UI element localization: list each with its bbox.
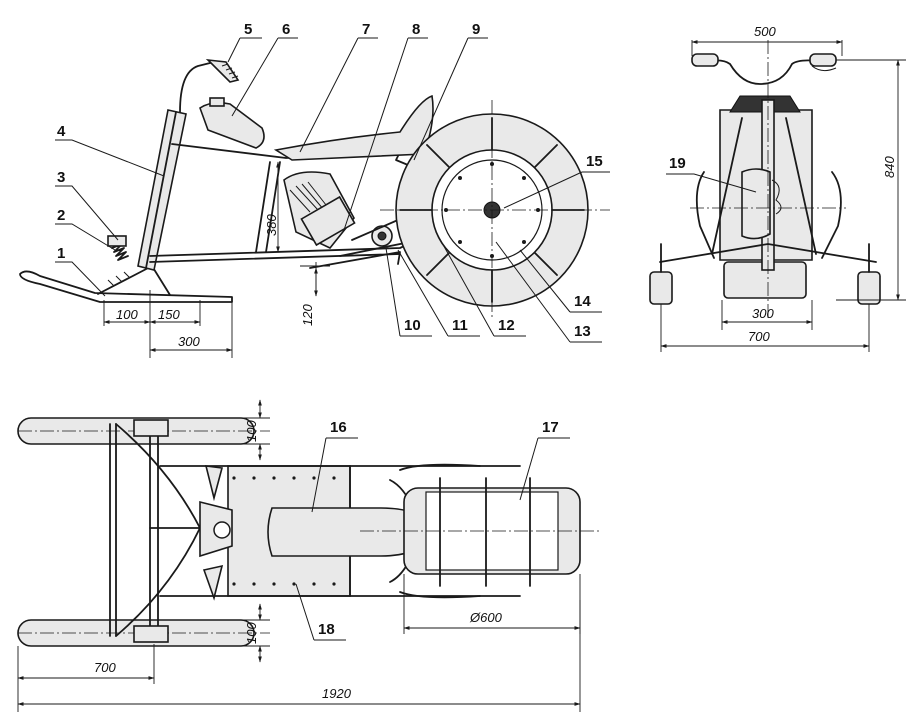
callout-11: 11: [452, 317, 468, 334]
callout-13: 13: [574, 323, 591, 340]
dimensions-top: 100 100 Ø600 700 1920: [17, 399, 581, 712]
callout-17: 17: [542, 419, 559, 436]
front-view: 19 500 840 300 700: [649, 24, 906, 352]
callout-12: 12: [498, 317, 515, 334]
fuel-tank: [199, 101, 265, 149]
front-ski: [19, 270, 233, 303]
callout-3: 3: [57, 169, 65, 186]
callout-16: 16: [330, 419, 347, 436]
callout-8: 8: [412, 21, 420, 38]
callout-2: 2: [57, 207, 65, 224]
dim-100: 100: [116, 307, 138, 322]
side-view: 1 2 3 4 5 6 7 8 9 10 11 12 13 1: [19, 21, 610, 358]
steering-column: [137, 109, 187, 271]
dim-600: Ø600: [469, 610, 503, 625]
callout-10: 10: [404, 317, 421, 334]
callout-19: 19: [669, 155, 686, 172]
top-view: 16 17 18 100 100 Ø600 700 1920: [17, 399, 600, 712]
dim-100-lower: 100: [244, 622, 259, 644]
dim-500: 500: [754, 24, 776, 39]
dim-700-front: 700: [748, 329, 770, 344]
callout-18: 18: [318, 621, 335, 638]
dim-100-upper: 100: [244, 420, 259, 442]
callout-4: 4: [57, 123, 66, 140]
dim-300-front: 300: [752, 306, 774, 321]
callout-1: 1: [57, 245, 65, 262]
dim-300: 300: [178, 334, 200, 349]
dim-120: 120: [300, 304, 315, 326]
front-handlebar: [703, 59, 827, 85]
dim-700-top: 700: [94, 660, 116, 675]
left-ski-front: [649, 271, 673, 305]
callouts-side: 1 2 3 4 5 6 7 8 9 10 11 12 13 1: [55, 21, 610, 343]
callout-6: 6: [282, 21, 290, 38]
dim-150: 150: [158, 307, 180, 322]
callout-5: 5: [244, 21, 252, 38]
callout-7: 7: [362, 21, 370, 38]
right-ski-front: [857, 271, 881, 305]
dimensions-side: 100 150 300 380 120: [103, 161, 330, 358]
dimensions-front: 500 840 300 700: [660, 24, 906, 352]
callout-15: 15: [586, 153, 603, 170]
dim-380: 380: [264, 214, 279, 236]
handle-grip: [221, 63, 239, 79]
dim-1920: 1920: [322, 686, 352, 701]
callout-9: 9: [472, 21, 480, 38]
seat: [273, 94, 434, 161]
dim-840: 840: [882, 156, 897, 178]
callout-14: 14: [574, 293, 591, 310]
